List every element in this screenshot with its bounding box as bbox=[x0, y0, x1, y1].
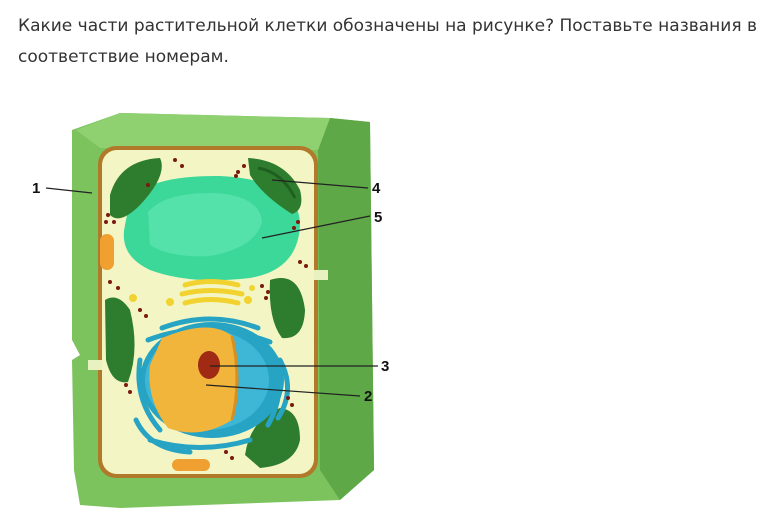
vacuole bbox=[123, 175, 300, 281]
mitochondria bbox=[100, 234, 210, 471]
label-3: 3 bbox=[381, 358, 389, 375]
golgi-apparatus bbox=[179, 279, 245, 306]
vesicles bbox=[129, 285, 255, 306]
nucleus bbox=[140, 322, 284, 438]
question-text: Какие части растительной клетки обозначе… bbox=[18, 16, 757, 67]
label-1: 1 bbox=[32, 180, 40, 197]
leader-lines bbox=[45, 179, 378, 397]
label-5: 5 bbox=[374, 209, 382, 226]
chloroplasts bbox=[105, 158, 305, 468]
ribosomes bbox=[104, 158, 308, 460]
plasmodesma-left bbox=[88, 360, 102, 370]
label-4: 4 bbox=[372, 180, 381, 197]
label-2: 2 bbox=[364, 388, 372, 405]
plasmodesma-right bbox=[314, 270, 328, 280]
nucleolus bbox=[198, 351, 220, 379]
